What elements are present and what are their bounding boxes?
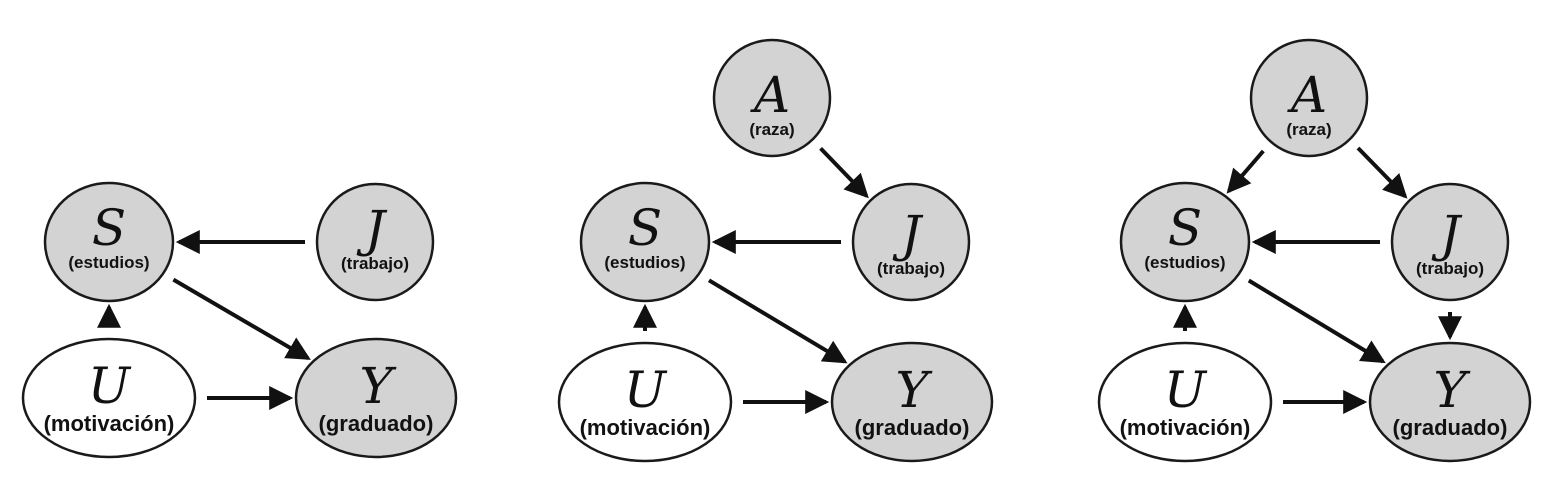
node-label: (trabajo): [1416, 259, 1484, 278]
node-shape: [43, 181, 175, 303]
node-letter: U: [624, 361, 668, 419]
edge-s-to-y: [172, 277, 311, 361]
edge-a-to-j: [1356, 146, 1408, 199]
node-letter: A: [750, 66, 790, 124]
node-letter: S: [628, 199, 662, 257]
node-shape: [830, 341, 994, 463]
node-y: Y(graduado): [830, 341, 994, 463]
node-shape: [21, 337, 197, 459]
node-letter: S: [92, 199, 126, 257]
edge-s-to-y: [707, 278, 848, 364]
node-letter: U: [88, 357, 132, 415]
node-letter: S: [1168, 199, 1202, 257]
node-u: U(motivación): [21, 337, 197, 459]
node-y: Y(graduado): [1368, 341, 1532, 463]
node-label: (estudios): [1144, 253, 1225, 272]
node-label: (motivación): [44, 411, 175, 436]
node-label: (graduado): [1393, 415, 1508, 440]
node-s: S(estudios): [579, 181, 711, 303]
node-s: S(estudios): [1119, 181, 1251, 303]
node-shape: [851, 182, 971, 302]
node-label: (trabajo): [877, 259, 945, 278]
node-shape: [294, 337, 458, 459]
node-letter: Y: [895, 361, 932, 419]
node-u: U(motivación): [1097, 341, 1273, 463]
node-label: (motivación): [580, 415, 711, 440]
node-shape: [315, 182, 435, 302]
node-u: U(motivación): [557, 341, 733, 463]
node-s: S(estudios): [43, 181, 175, 303]
node-label: (graduado): [855, 415, 970, 440]
node-letter: Y: [359, 357, 396, 415]
node-a: A(raza): [712, 38, 832, 158]
node-label: (trabajo): [341, 254, 409, 273]
node-shape: [1390, 182, 1510, 302]
node-shape: [579, 181, 711, 303]
node-shape: [712, 38, 832, 158]
node-label: (estudios): [604, 253, 685, 272]
node-j: J(trabajo): [315, 182, 435, 302]
node-label: (raza): [1286, 120, 1331, 139]
node-shape: [1097, 341, 1273, 463]
edge-a-to-s: [1226, 149, 1265, 194]
node-letter: A: [1287, 66, 1327, 124]
node-label: (estudios): [68, 253, 149, 272]
node-label: (graduado): [319, 411, 434, 436]
node-label: (motivación): [1120, 415, 1251, 440]
edge-a-to-j: [819, 147, 869, 199]
node-j: J(trabajo): [851, 182, 971, 302]
node-shape: [1119, 181, 1251, 303]
edge-s-to-y: [1247, 278, 1386, 364]
node-letter: U: [1164, 361, 1208, 419]
node-shape: [1249, 38, 1369, 158]
node-y: Y(graduado): [294, 337, 458, 459]
node-label: (raza): [749, 120, 794, 139]
node-letter: Y: [1433, 361, 1470, 419]
node-j: J(trabajo): [1390, 182, 1510, 302]
node-shape: [1368, 341, 1532, 463]
node-shape: [557, 341, 733, 463]
node-a: A(raza): [1249, 38, 1369, 158]
